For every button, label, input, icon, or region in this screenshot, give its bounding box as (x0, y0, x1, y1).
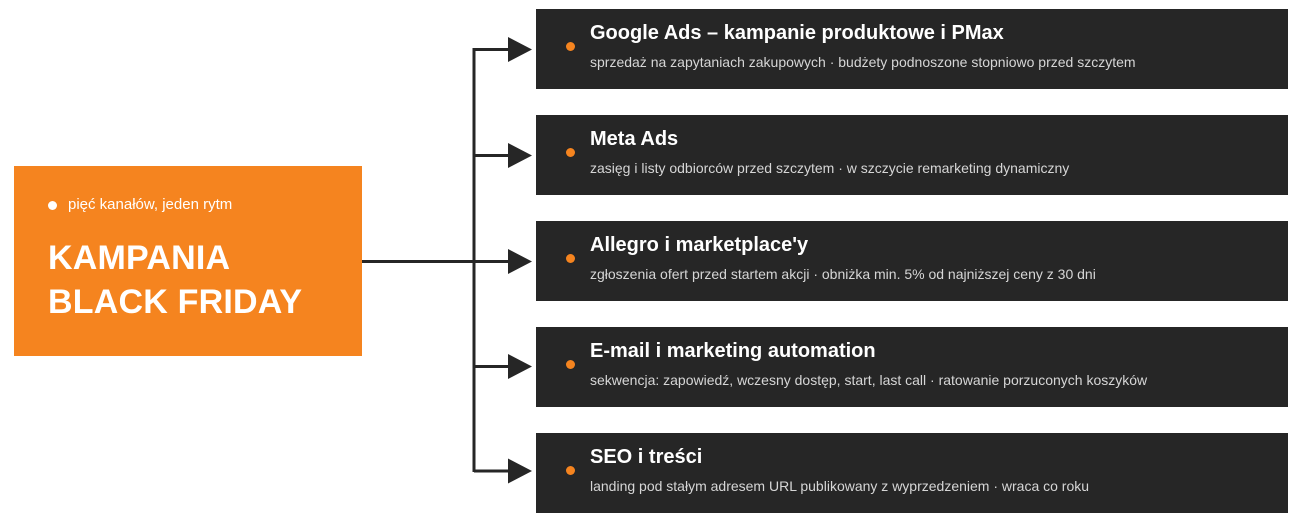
bullet-dot-icon (566, 148, 575, 157)
bullet-dot-icon (566, 466, 575, 475)
bullet-dot-icon (566, 360, 575, 369)
bullet-dot-icon (566, 254, 575, 263)
campaign-hub-box: pięć kanałów, jeden rytm KAMPANIA BLACK … (14, 166, 362, 356)
channel-title: Meta Ads (590, 128, 679, 150)
hub-tagline: pięć kanałów, jeden rytm (48, 196, 362, 214)
hub-tagline-text: pięć kanałów, jeden rytm (68, 196, 233, 213)
channel-title: SEO i treści (590, 446, 703, 468)
hub-title: KAMPANIA BLACK FRIDAY (48, 239, 303, 321)
bullet-dot-icon (48, 200, 57, 210)
channel-card-email: E-mail i marketing automation sekwencja:… (536, 327, 1288, 407)
channel-card-meta-ads: Meta Ads zasięg i listy odbiorców przed … (536, 115, 1288, 195)
channel-card-google-ads: Google Ads – kampanie produktowe i PMax … (536, 9, 1288, 89)
arrowhead-5 (508, 458, 532, 484)
arrowhead-4 (508, 354, 532, 379)
arrowhead-1 (508, 37, 532, 62)
arrowhead-3 (508, 249, 532, 274)
bullet-dot-icon (566, 42, 575, 51)
channel-title: Allegro i marketplace'y (590, 234, 809, 256)
channel-title: E-mail i marketing automation (590, 340, 876, 362)
channel-card-allegro: Allegro i marketplace'y zgłoszenia ofert… (536, 221, 1288, 301)
channel-description: zasięg i listy odbiorców przed szczytem … (590, 160, 1070, 176)
channel-description: sekwencja: zapowiedź, wczesny dostęp, st… (590, 372, 1148, 388)
channel-card-seo: SEO i treści landing pod stałym adresem … (536, 433, 1288, 513)
arrowhead-2 (508, 143, 532, 168)
channel-description: sprzedaż na zapytaniach zakupowych · bud… (590, 54, 1136, 70)
channel-title: Google Ads – kampanie produktowe i PMax (590, 22, 1004, 44)
channel-description: landing pod stałym adresem URL publikowa… (590, 478, 1090, 494)
channel-description: zgłoszenia ofert przed startem akcji · o… (590, 266, 1096, 282)
